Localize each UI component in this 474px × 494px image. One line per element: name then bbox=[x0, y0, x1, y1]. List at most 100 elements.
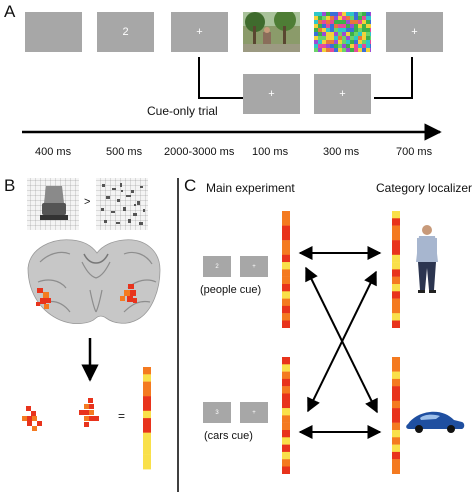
voxel-cell bbox=[282, 211, 290, 219]
cars-cue-label: (cars cue) bbox=[204, 430, 253, 442]
voxel-cell bbox=[392, 313, 400, 321]
voxel-cell bbox=[282, 444, 290, 453]
voxel-cell bbox=[143, 374, 151, 382]
voxel-cell bbox=[282, 451, 290, 460]
voxel-cell bbox=[282, 276, 290, 285]
voxel-cell bbox=[282, 240, 290, 248]
voxel-cell bbox=[392, 269, 400, 277]
category-localizer-label: Category localizer bbox=[376, 181, 473, 195]
voxel-cell bbox=[282, 313, 290, 321]
blank-screen bbox=[25, 12, 82, 52]
roi-pattern-vector bbox=[143, 367, 151, 470]
voxel-cell bbox=[392, 225, 400, 234]
voxel-cell bbox=[143, 440, 151, 448]
voxel-cell bbox=[143, 425, 151, 433]
voxel-cell bbox=[392, 430, 400, 438]
voxel-cell bbox=[282, 269, 290, 277]
voxel-cell bbox=[392, 320, 400, 328]
cars-fixation-screen: + bbox=[240, 402, 268, 423]
voxel-cell bbox=[392, 459, 400, 467]
timeline-label-1: 400 ms bbox=[35, 146, 72, 158]
roi-blob-left bbox=[22, 406, 42, 431]
localizer-people-pattern bbox=[392, 211, 400, 328]
voxel-cell bbox=[143, 410, 151, 419]
voxel-cell bbox=[392, 422, 400, 431]
voxel-pattern-columns bbox=[143, 211, 400, 474]
voxel-cell bbox=[392, 371, 400, 380]
voxel-cell bbox=[282, 378, 290, 387]
voxel-cell bbox=[282, 371, 290, 380]
voxel-cell bbox=[143, 367, 151, 375]
voxel-cell bbox=[392, 364, 400, 372]
correlation-arrows bbox=[298, 246, 382, 439]
cue-only-fixation-screen-1: + bbox=[243, 74, 300, 114]
voxel-cell bbox=[282, 408, 290, 416]
voxel-cell bbox=[282, 437, 290, 445]
voxel-cell bbox=[143, 381, 151, 390]
person-image bbox=[416, 225, 438, 293]
voxel-cell bbox=[392, 437, 400, 445]
voxel-cell bbox=[282, 430, 290, 438]
voxel-cell bbox=[282, 415, 290, 423]
voxel-cell bbox=[392, 262, 400, 270]
voxel-cell bbox=[392, 284, 400, 292]
object-grid-image bbox=[27, 178, 79, 230]
voxel-cell bbox=[282, 298, 290, 307]
voxel-cell bbox=[282, 291, 290, 299]
response-fixation-screen: + bbox=[386, 12, 443, 52]
scrambled-grid-image bbox=[96, 178, 148, 230]
voxel-cell bbox=[392, 232, 400, 241]
voxel-cell bbox=[282, 364, 290, 372]
brain-slice bbox=[27, 239, 161, 324]
voxel-cell bbox=[282, 320, 290, 328]
voxel-cell bbox=[143, 388, 151, 397]
voxel-cell bbox=[392, 218, 400, 226]
main-experiment-label: Main experiment bbox=[206, 181, 295, 195]
timeline-label-2: 500 ms bbox=[106, 146, 143, 158]
voxel-cell bbox=[392, 451, 400, 460]
fixation-screen: + bbox=[171, 12, 228, 52]
noise-mask-screen bbox=[314, 12, 371, 52]
voxel-cell bbox=[392, 305, 400, 314]
voxel-cell bbox=[143, 403, 151, 411]
cars-cue-screen: 3 bbox=[203, 402, 231, 423]
voxel-cell bbox=[282, 284, 290, 292]
cue-only-fixation-screen-2: + bbox=[314, 74, 371, 114]
main-people-pattern bbox=[282, 211, 290, 328]
voxel-cell bbox=[282, 254, 290, 263]
voxel-cell bbox=[392, 247, 400, 255]
voxel-cell bbox=[392, 276, 400, 285]
timeline-label-5: 300 ms bbox=[323, 146, 360, 158]
voxel-cell bbox=[143, 447, 151, 455]
voxel-cell bbox=[392, 298, 400, 307]
timeline-label-4: 100 ms bbox=[252, 146, 289, 158]
voxel-cell bbox=[282, 305, 290, 314]
right-activation-blob bbox=[120, 284, 137, 303]
main-cars-pattern bbox=[282, 357, 290, 474]
voxel-cell bbox=[143, 418, 151, 426]
voxel-cell bbox=[143, 432, 151, 441]
timeline-label-3: 2000-3000 ms bbox=[164, 146, 235, 158]
people-cue-label: (people cue) bbox=[200, 284, 262, 296]
roi-blob-right bbox=[79, 398, 99, 427]
scene-photo-screen bbox=[243, 12, 300, 52]
contrast-symbol: > bbox=[84, 196, 91, 208]
voxel-cell bbox=[392, 291, 400, 299]
voxel-cell bbox=[282, 459, 290, 467]
left-activation-blob bbox=[36, 288, 51, 309]
voxel-cell bbox=[392, 254, 400, 263]
voxel-cell bbox=[392, 400, 400, 409]
voxel-cell bbox=[143, 461, 151, 470]
voxel-cell bbox=[392, 386, 400, 394]
voxel-cell bbox=[143, 454, 151, 463]
cue-only-trial-label: Cue-only trial bbox=[147, 104, 218, 118]
voxel-cell bbox=[392, 357, 400, 365]
voxel-cell bbox=[282, 400, 290, 409]
voxel-cell bbox=[282, 393, 290, 401]
panel-letter-a: A bbox=[4, 2, 16, 21]
cue-screen: 2 bbox=[97, 12, 154, 52]
cue-only-connector bbox=[198, 57, 413, 99]
voxel-cell bbox=[282, 232, 290, 241]
voxel-cell bbox=[282, 225, 290, 234]
